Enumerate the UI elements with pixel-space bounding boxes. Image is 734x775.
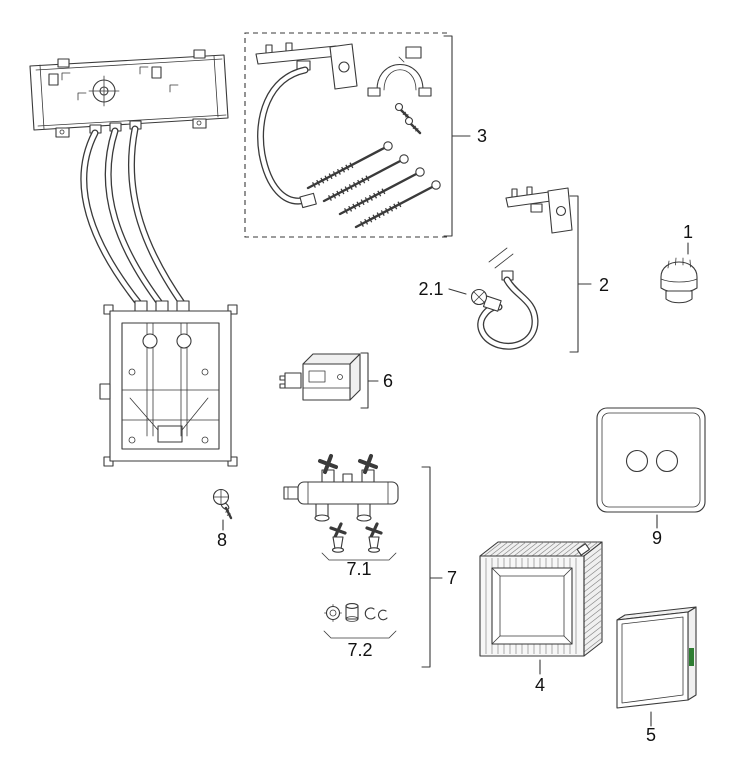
rough-in-box-drawing bbox=[99, 300, 238, 467]
part-3-callout: 3 bbox=[443, 35, 487, 237]
part-label-3: 3 bbox=[477, 126, 487, 146]
part-7-1-callout: 7.1 bbox=[346, 559, 371, 579]
part-7-2-callout: 7.2 bbox=[347, 640, 372, 660]
part-label-2-1: 2.1 bbox=[418, 279, 443, 299]
brand-logo-mark bbox=[689, 648, 694, 666]
part-9-drawing bbox=[596, 407, 706, 513]
part-2-group-drawing bbox=[470, 186, 573, 350]
part-2-callout: 2 bbox=[569, 195, 609, 353]
part-8-drawing bbox=[212, 488, 233, 520]
part-3-group-drawing bbox=[244, 32, 447, 238]
part-5-drawing bbox=[616, 606, 697, 709]
part-5-callout: 5 bbox=[646, 711, 656, 745]
part-label-7-1: 7.1 bbox=[346, 559, 371, 579]
part-2-1-drawing bbox=[470, 288, 502, 312]
part-label-5: 5 bbox=[646, 725, 656, 745]
hoses-drawing bbox=[80, 125, 188, 310]
part-4-callout: 4 bbox=[535, 659, 545, 695]
part-7-group-drawing bbox=[283, 454, 399, 639]
part-7-callout: 7 bbox=[421, 466, 457, 668]
part-label-8: 8 bbox=[217, 530, 227, 550]
part-label-4: 4 bbox=[535, 675, 545, 695]
part-9-callout: 9 bbox=[652, 514, 662, 548]
part-2-1-callout: 2.1 bbox=[418, 279, 467, 299]
part-label-1: 1 bbox=[683, 222, 693, 242]
part-6-callout: 6 bbox=[360, 352, 393, 409]
part-4-drawing bbox=[479, 541, 603, 657]
part-label-6: 6 bbox=[383, 371, 393, 391]
part-label-7-2: 7.2 bbox=[347, 640, 372, 660]
part-label-7: 7 bbox=[447, 568, 457, 588]
part-6-drawing bbox=[279, 353, 361, 401]
part-1-drawing bbox=[660, 257, 698, 304]
part-label-2: 2 bbox=[599, 275, 609, 295]
part-1-callout: 1 bbox=[683, 222, 693, 255]
part-8-callout: 8 bbox=[217, 519, 227, 550]
part-label-9: 9 bbox=[652, 528, 662, 548]
callouts: 1 2 2.1 3 4 5 6 7 7.1 bbox=[217, 35, 693, 745]
part-7-2-drawing bbox=[323, 603, 397, 639]
part-7-1-drawing bbox=[321, 522, 397, 561]
installation-frame-drawing bbox=[29, 49, 229, 138]
